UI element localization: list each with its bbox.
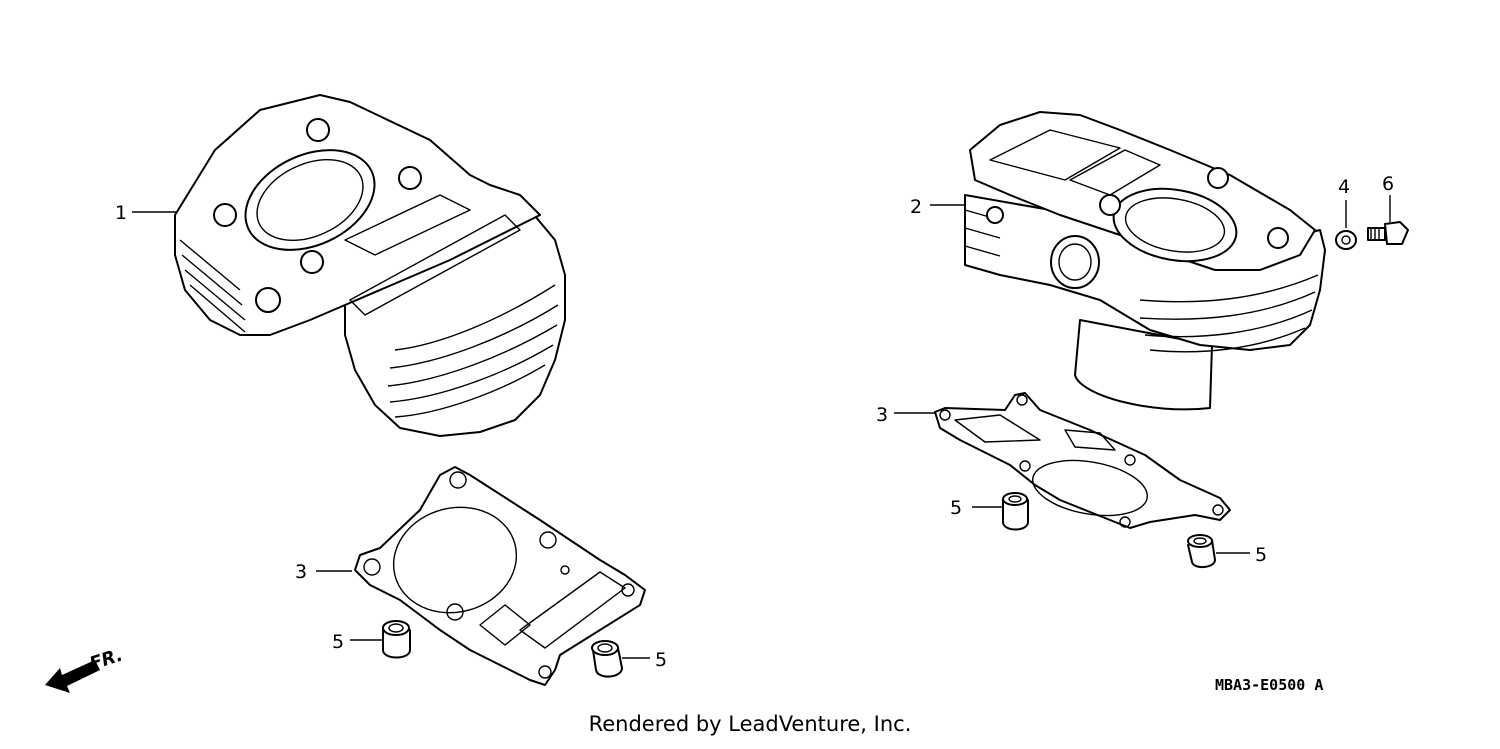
dowel-pin-front-1[interactable]	[382, 620, 411, 659]
callout-5-front-left[interactable]: 5	[332, 631, 344, 653]
direction-label: FR.	[87, 644, 125, 674]
footer-credit: Rendered by LeadVenture, Inc.	[588, 712, 912, 736]
dowel-pin-front-2[interactable]	[591, 640, 623, 678]
diagram-code: MBA3-E0500 A	[1215, 676, 1323, 694]
callout-5-rear-left[interactable]: 5	[950, 497, 962, 519]
rear-cylinder[interactable]	[964, 111, 1326, 411]
callout-5-rear-right[interactable]: 5	[1255, 544, 1267, 566]
callout-4[interactable]: 4	[1338, 176, 1350, 198]
callout-5-front-right[interactable]: 5	[655, 649, 667, 671]
callout-2[interactable]: 2	[910, 196, 922, 218]
dowel-pin-rear-1[interactable]	[1002, 492, 1029, 531]
callout-3-rear[interactable]: 3	[876, 404, 888, 426]
washer[interactable]	[1335, 230, 1357, 250]
callout-6[interactable]: 6	[1382, 173, 1394, 195]
front-cylinder-gasket[interactable]	[354, 466, 646, 686]
callout-3-front[interactable]: 3	[295, 561, 307, 583]
front-cylinder[interactable]	[174, 94, 566, 437]
rear-cylinder-gasket[interactable]	[934, 392, 1231, 529]
bolt[interactable]	[1367, 221, 1409, 245]
callout-1[interactable]: 1	[115, 202, 127, 224]
dowel-pin-rear-2[interactable]	[1187, 534, 1216, 568]
arrow-left-icon	[45, 660, 100, 693]
